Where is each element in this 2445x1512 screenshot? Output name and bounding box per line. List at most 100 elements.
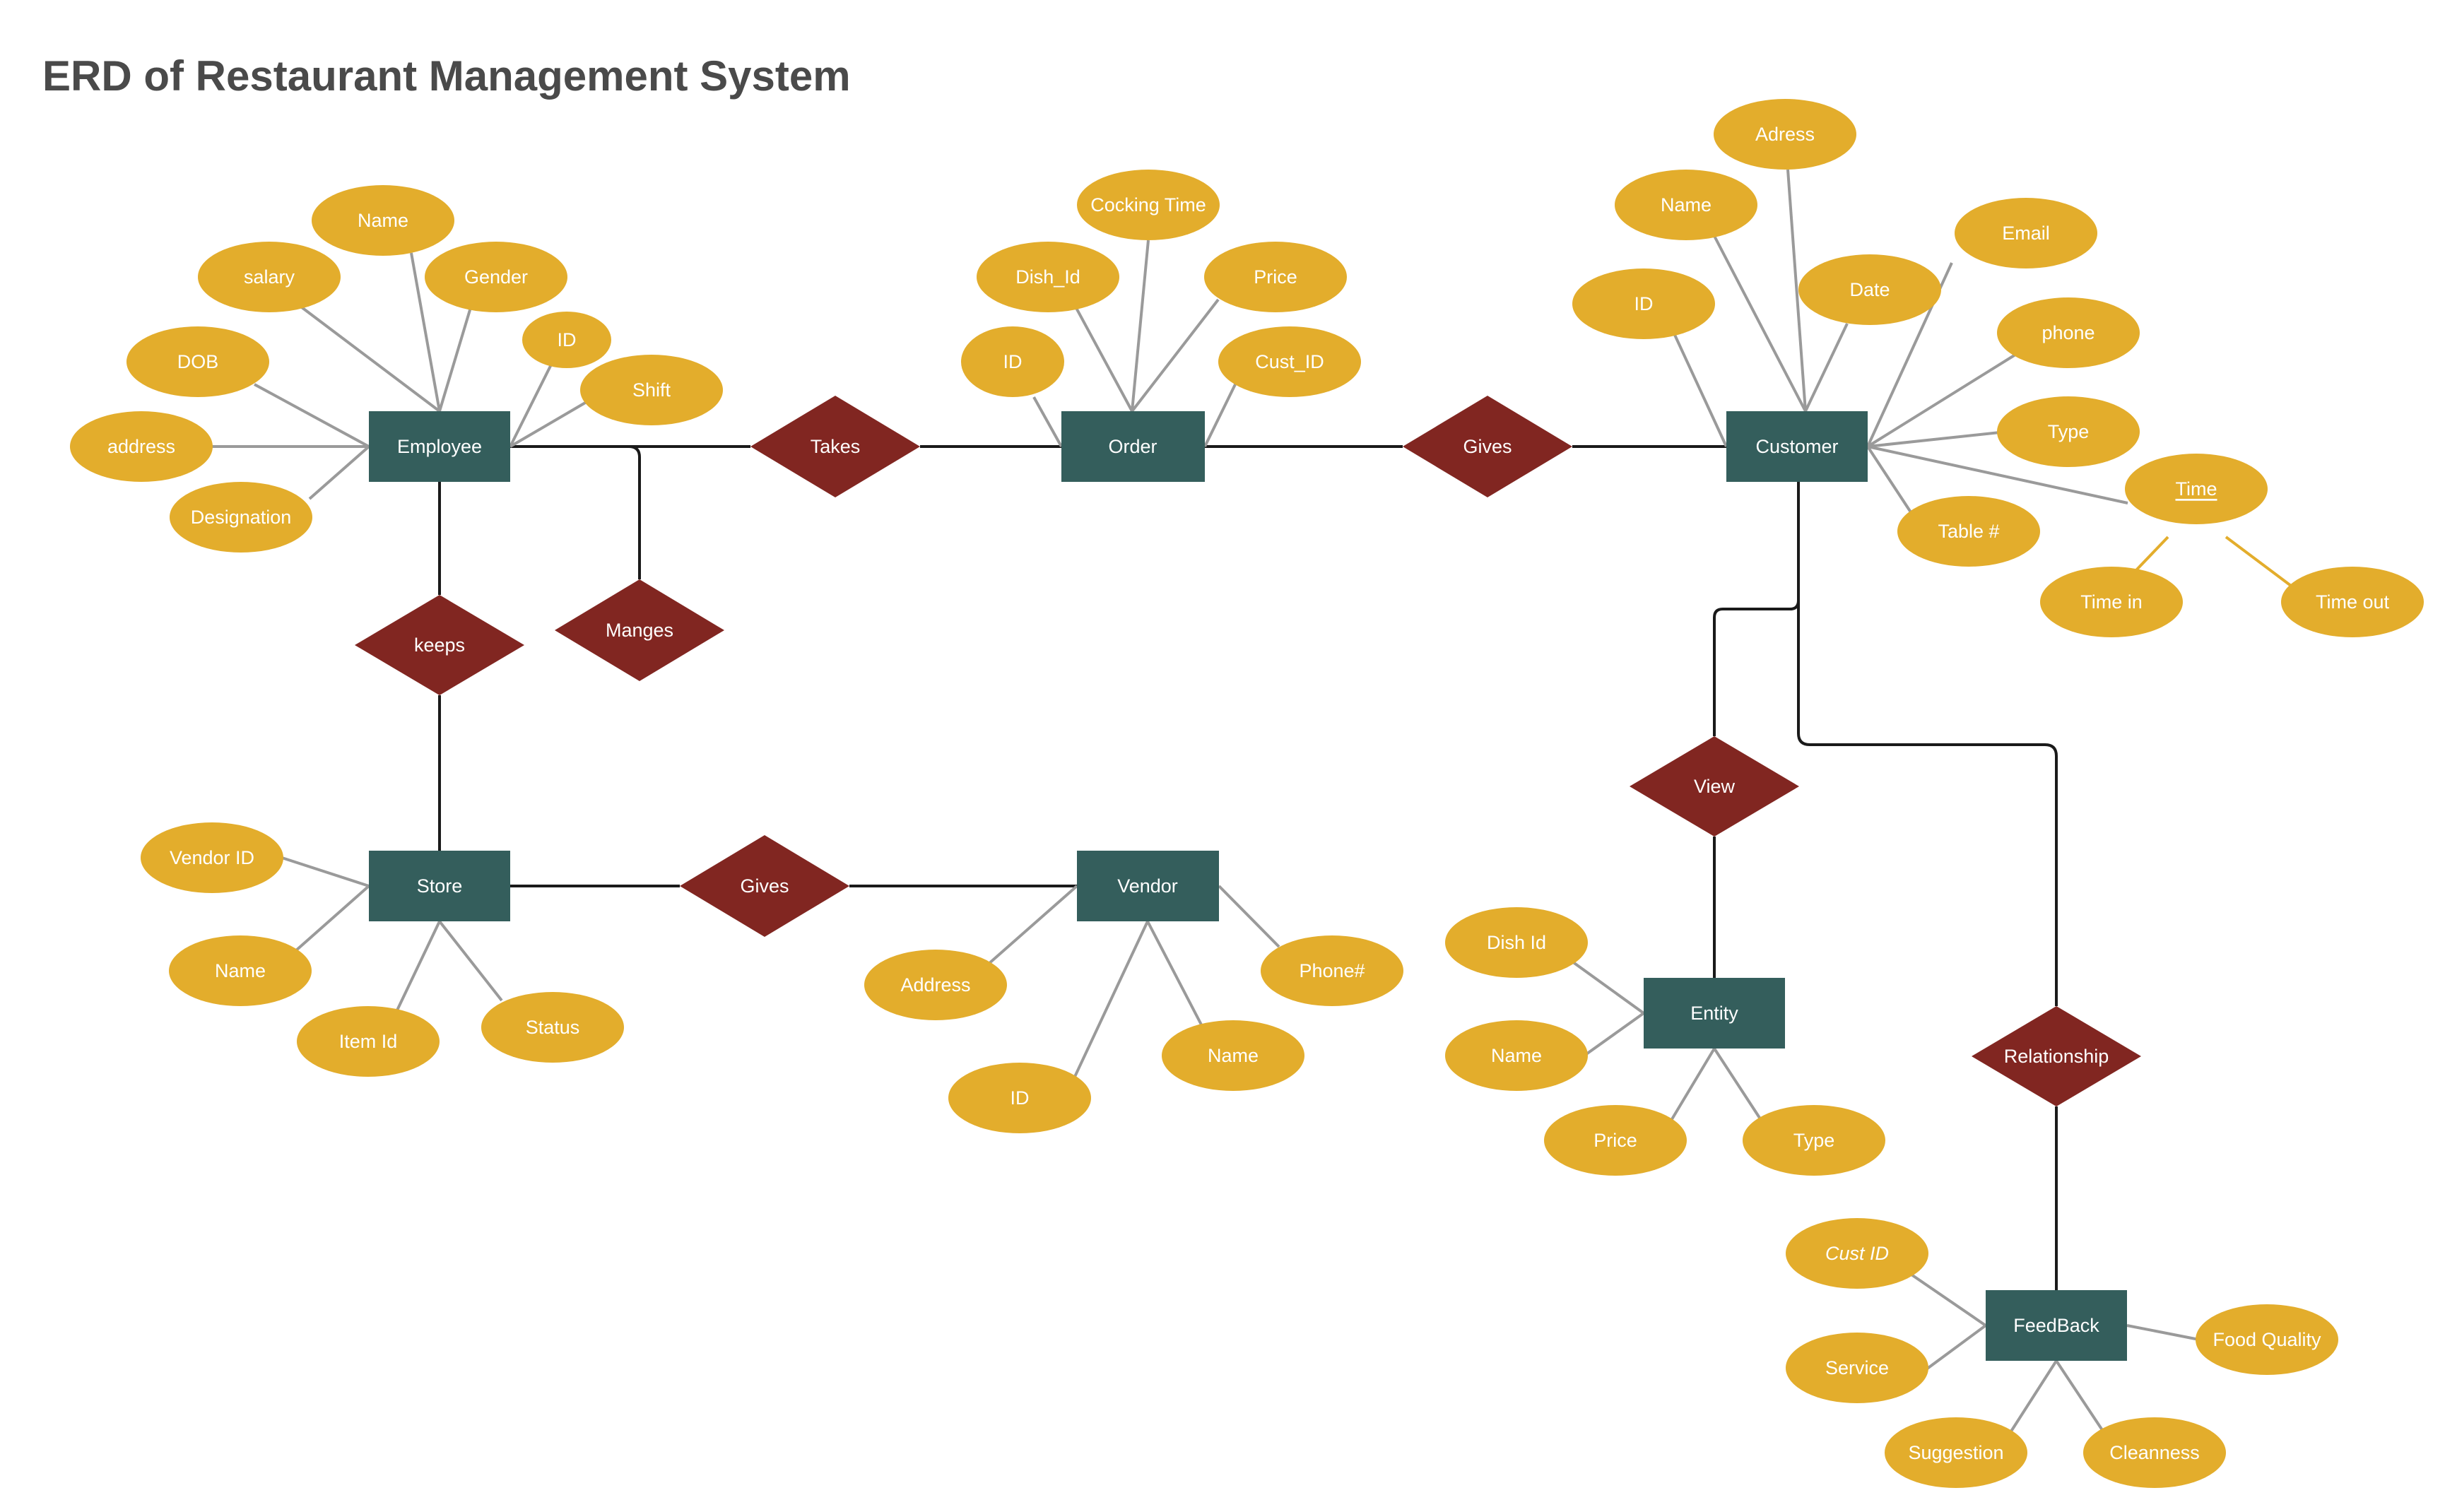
attribute-store-vendor-id[interactable]: Vendor ID (141, 822, 283, 893)
entity-label: Entity (1690, 1003, 1738, 1024)
attribute-label: salary (244, 266, 295, 288)
attribute-customer-name[interactable]: Name (1615, 170, 1757, 240)
line-customer-relationship (1797, 482, 2058, 1006)
attribute-customer-adress[interactable]: Adress (1714, 99, 1856, 170)
attribute-vendor-address[interactable]: Address (864, 950, 1007, 1020)
attribute-order-dish-id[interactable]: Dish_Id (977, 242, 1119, 312)
attribute-employee-salary[interactable]: salary (198, 242, 341, 312)
attribute-label: Item Id (339, 1031, 398, 1052)
attribute-label: Suggestion (1908, 1442, 2003, 1463)
attribute-feedback-cust-id[interactable]: Cust ID (1786, 1218, 1928, 1289)
attribute-label: Service (1825, 1357, 1889, 1378)
attributes-vendor: Address Phone# Name ID (864, 935, 1403, 1133)
attributes-feedback: Cust ID Food Quality Service Suggestion … (1786, 1218, 2338, 1488)
relationship-label: Relationship (2004, 1046, 2109, 1067)
attribute-label: Dish_Id (1015, 266, 1080, 288)
attribute-label: Type (2048, 421, 2090, 442)
attribute-label: Shift (632, 379, 671, 401)
attribute-label: Name (215, 960, 266, 981)
attribute-customer-time[interactable]: Time (2125, 454, 2268, 524)
attribute-customer-time-out[interactable]: Time out (2281, 567, 2424, 637)
relationship-keeps[interactable]: keeps (355, 595, 524, 695)
attribute-customer-table[interactable]: Table # (1897, 496, 2040, 567)
attribute-customer-email[interactable]: Email (1955, 198, 2097, 268)
attribute-store-status[interactable]: Status (481, 992, 624, 1063)
relationships: Takes Gives keeps Manges Gives View Rela… (355, 396, 2141, 1106)
attribute-vendor-id[interactable]: ID (948, 1063, 1091, 1133)
attribute-label: DOB (177, 351, 219, 372)
attribute-customer-phone[interactable]: phone (1997, 297, 2140, 368)
attribute-label: Date (1849, 279, 1890, 300)
attribute-entity-type[interactable]: Type (1743, 1105, 1885, 1176)
attribute-label: Status (526, 1017, 580, 1038)
attribute-entity-price[interactable]: Price (1544, 1105, 1687, 1176)
entity-label: FeedBack (2013, 1315, 2099, 1336)
entity-employee[interactable]: Employee (369, 411, 510, 482)
relationship-label: Gives (1463, 436, 1512, 457)
attribute-label: Time in (2080, 591, 2143, 613)
relationship-gives-order[interactable]: Gives (1403, 396, 1572, 497)
relationship-view[interactable]: View (1630, 736, 1799, 837)
attribute-customer-id[interactable]: ID (1572, 268, 1715, 339)
attribute-store-item-id[interactable]: Item Id (297, 1006, 440, 1077)
attribute-feedback-suggestion[interactable]: Suggestion (1885, 1417, 2027, 1488)
attribute-employee-designation[interactable]: Designation (170, 482, 312, 553)
page-title: ERD of Restaurant Management System (42, 52, 851, 100)
entity-label: Vendor (1117, 875, 1178, 897)
attribute-entity-name[interactable]: Name (1445, 1020, 1588, 1091)
attribute-label: Type (1793, 1130, 1835, 1151)
entity-vendor[interactable]: Vendor (1077, 851, 1219, 921)
attribute-customer-time-in[interactable]: Time in (2040, 567, 2183, 637)
entity-order[interactable]: Order (1061, 411, 1205, 482)
entity-store[interactable]: Store (369, 851, 510, 921)
attribute-feedback-cleanness[interactable]: Cleanness (2083, 1417, 2226, 1488)
attribute-order-id[interactable]: ID (961, 326, 1064, 397)
entity-feedback[interactable]: FeedBack (1986, 1290, 2127, 1361)
relationship-manges[interactable]: Manges (555, 579, 724, 681)
relationship-gives-store[interactable]: Gives (680, 835, 849, 937)
attribute-employee-gender[interactable]: Gender (425, 242, 567, 312)
entity-customer[interactable]: Customer (1726, 411, 1868, 482)
attribute-label: phone (2042, 322, 2095, 343)
attribute-label: Vendor ID (170, 847, 254, 868)
attribute-employee-address[interactable]: address (70, 411, 213, 482)
attribute-employee-name[interactable]: Name (312, 185, 454, 256)
attribute-employee-shift[interactable]: Shift (580, 355, 723, 425)
attribute-entity-dish-id[interactable]: Dish Id (1445, 907, 1588, 978)
relationship-label: View (1694, 776, 1736, 797)
attribute-customer-date[interactable]: Date (1798, 254, 1941, 325)
attribute-order-price[interactable]: Price (1204, 242, 1347, 312)
attribute-label: Name (1208, 1045, 1259, 1066)
attribute-order-cust-id[interactable]: Cust_ID (1218, 326, 1361, 397)
attribute-label: ID (1634, 293, 1654, 314)
relationship-takes[interactable]: Takes (750, 396, 920, 497)
relationship-lines (438, 445, 2058, 1290)
attribute-label: Time out (2316, 591, 2390, 613)
attribute-label: Time (2176, 478, 2217, 500)
attribute-label: ID (558, 329, 577, 350)
composite-attribute-lines (2134, 536, 2301, 593)
attribute-employee-id[interactable]: ID (522, 312, 611, 368)
attribute-label: Name (358, 210, 408, 231)
attribute-order-cocking-time[interactable]: Cocking Time (1077, 170, 1220, 240)
entity-label: Employee (397, 436, 482, 457)
attribute-vendor-phone[interactable]: Phone# (1261, 935, 1403, 1006)
attribute-employee-dob[interactable]: DOB (126, 326, 269, 397)
attribute-label: Adress (1755, 124, 1815, 145)
attributes-store: Vendor ID Name Item Id Status (141, 822, 624, 1077)
attribute-customer-type[interactable]: Type (1997, 396, 2140, 467)
attribute-label: Cust ID (1825, 1243, 1889, 1264)
attribute-label: Name (1491, 1045, 1542, 1066)
attributes-employee: Name salary Gender DOB ID Shift address … (70, 185, 723, 553)
entity-label: Customer (1755, 436, 1838, 457)
relationship-label: Takes (811, 436, 861, 457)
relationship-relationship[interactable]: Relationship (1972, 1006, 2141, 1106)
attribute-store-name[interactable]: Name (169, 935, 312, 1006)
attribute-feedback-service[interactable]: Service (1786, 1333, 1928, 1403)
entity-entity[interactable]: Entity (1644, 978, 1785, 1049)
attribute-vendor-name[interactable]: Name (1162, 1020, 1304, 1091)
attribute-label: address (107, 436, 175, 457)
attribute-label: Designation (191, 507, 292, 528)
attribute-feedback-food-quality[interactable]: Food Quality (2196, 1304, 2338, 1375)
